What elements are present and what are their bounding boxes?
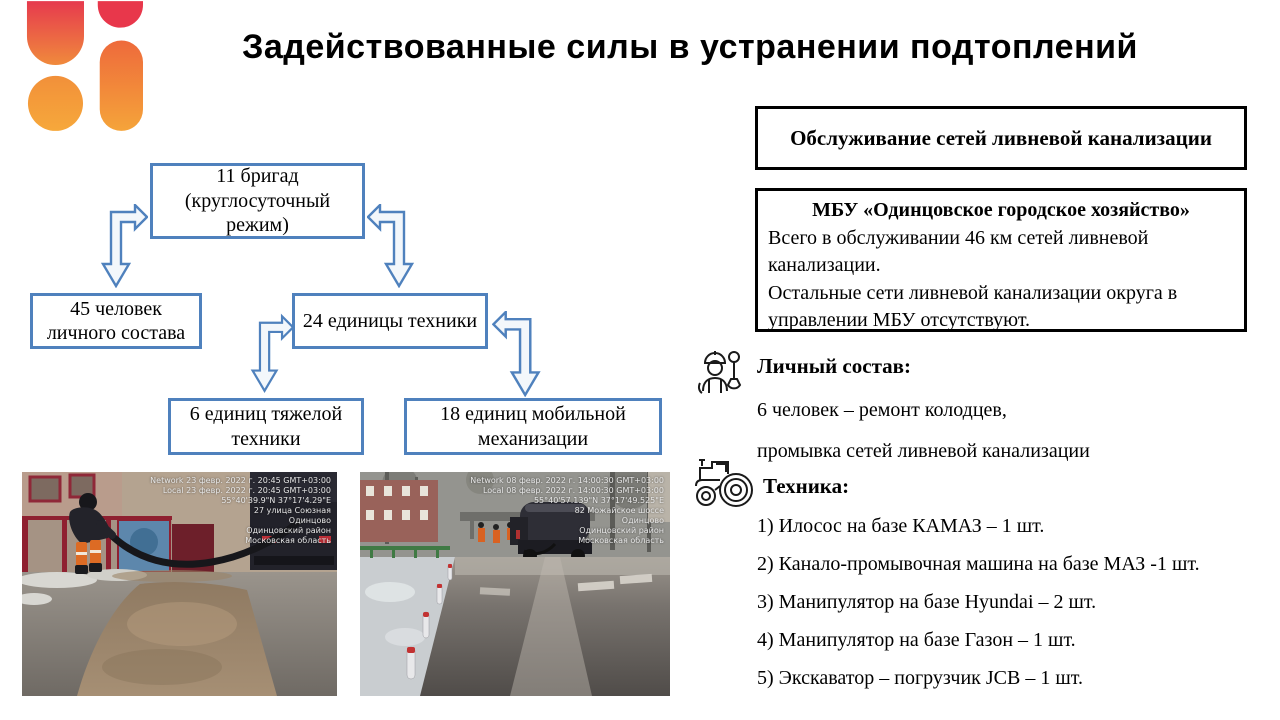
flowchart-box-heavy-equipment: 6 единиц тяжелой техники bbox=[168, 398, 364, 455]
watermark-line: Network 08 февр. 2022 г. 14:00:30 GMT+03… bbox=[470, 476, 664, 485]
photo-street-flushing: Network 08 февр. 2022 г. 14:00:30 GMT+03… bbox=[360, 472, 670, 696]
equipment-item: 2) Канало-промывочная машина на базе МАЗ… bbox=[757, 553, 1200, 575]
logo-shape-tr bbox=[97, 1, 143, 28]
photo-street-flushing-scene bbox=[360, 472, 670, 696]
logo bbox=[26, 1, 143, 131]
watermark-line: 27 улица Союзная bbox=[253, 506, 331, 515]
photo-watermark: Network 23 февр. 2022 г. 20:45 GMT+03:00… bbox=[150, 476, 331, 546]
personnel-heading: Личный состав: bbox=[757, 354, 911, 378]
equipment-item: 1) Илосос на базе КАМАЗ – 1 шт. bbox=[757, 515, 1045, 537]
org-title: МБУ «Одинцовское городское хозяйство» bbox=[812, 199, 1190, 221]
worker-icon bbox=[697, 351, 742, 394]
photo-watermark: Network 08 февр. 2022 г. 14:00:30 GMT+03… bbox=[470, 476, 664, 546]
photo-worker-pumping-scene bbox=[22, 472, 337, 696]
flowchart-box-mobile-equipment: 18 единиц мобильной механизации bbox=[404, 398, 662, 455]
logo-shape-circle bbox=[27, 75, 84, 131]
flowchart-box-personnel: 45 человек личного состава bbox=[30, 293, 202, 349]
service-header-box: Обслуживание сетей ливневой канализации bbox=[755, 106, 1247, 170]
watermark-line: Network 23 февр. 2022 г. 20:45 GMT+03:00 bbox=[150, 476, 331, 485]
watermark-line: Local 08 февр. 2022 г. 14:00:30 GMT+03:0… bbox=[482, 486, 664, 495]
org-info-box: МБУ «Одинцовское городское хозяйство» Вс… bbox=[755, 188, 1247, 332]
watermark-line: 55°40'57.139"N 37°17'49.525"E bbox=[533, 496, 664, 505]
watermark-line: Московская область bbox=[578, 536, 664, 545]
page-title: Задействованные силы в устранении подтоп… bbox=[242, 28, 1138, 66]
equipment-item: 5) Экскаватор – погрузчик JCB – 1 шт. bbox=[757, 667, 1083, 689]
watermark-line: Одинцово bbox=[288, 516, 331, 525]
bent-arrow-brigades-personnel-icon bbox=[100, 204, 148, 288]
personnel-line-2: промывка сетей ливневой канализации bbox=[757, 440, 1090, 462]
bent-arrow-equipment-mobile-icon bbox=[492, 311, 541, 397]
equipment-item: 3) Манипулятор на базе Hyundai – 2 шт. bbox=[757, 591, 1097, 613]
watermark-line: Московская область bbox=[245, 536, 331, 545]
personnel-line-1: 6 человек – ремонт колодцев, bbox=[757, 399, 1007, 421]
logo-shape-tl bbox=[26, 1, 84, 66]
watermark-line: Одинцово bbox=[621, 516, 664, 525]
bent-arrow-brigades-equipment-icon bbox=[367, 204, 415, 288]
watermark-line: 82 Можайское шоссе bbox=[574, 506, 664, 515]
flowchart-box-equipment: 24 единицы техники bbox=[292, 293, 488, 349]
equipment-heading: Техника: bbox=[763, 474, 850, 498]
logo-shape-pill bbox=[99, 40, 143, 131]
org-line-1: Всего в обслуживании 46 км сетей ливнево… bbox=[768, 226, 1149, 277]
watermark-line: Одинцовский район bbox=[246, 526, 331, 535]
equipment-item: 4) Манипулятор на базе Газон – 1 шт. bbox=[757, 629, 1076, 651]
watermark-line: Одинцовский район bbox=[579, 526, 664, 535]
photo-worker-pumping: Network 23 февр. 2022 г. 20:45 GMT+03:00… bbox=[22, 472, 337, 696]
tractor-icon bbox=[695, 459, 753, 507]
flowchart-box-brigades: 11 бригад (круглосуточный режим) bbox=[150, 163, 365, 239]
bent-arrow-equipment-heavy-icon bbox=[250, 313, 294, 393]
watermark-line: 55°40'39.9"N 37°17'4.29"E bbox=[221, 496, 331, 505]
watermark-line: Local 23 февр. 2022 г. 20:45 GMT+03:00 bbox=[162, 486, 331, 495]
org-line-2: Остальные сети ливневой канализации окру… bbox=[768, 281, 1178, 332]
